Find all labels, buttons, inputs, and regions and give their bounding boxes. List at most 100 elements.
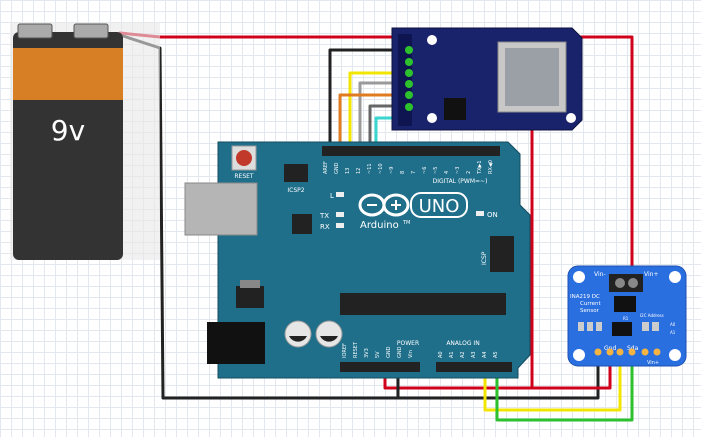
sensor-resistor-1 bbox=[578, 322, 584, 331]
sensor-a1-label: A1 bbox=[670, 330, 676, 335]
sd-card bbox=[505, 48, 559, 106]
sensor-mount-hole-1 bbox=[573, 271, 585, 283]
capacitor-1-mark bbox=[289, 336, 307, 342]
icsp2-header bbox=[284, 164, 308, 182]
sd-pin-4 bbox=[405, 80, 413, 88]
arduino-logo bbox=[358, 193, 410, 217]
sensor-vin-plus-bottom: Vin+ bbox=[647, 360, 659, 366]
uno-label: UNO bbox=[419, 196, 460, 217]
sensor-vin-minus-top: Vin- bbox=[594, 271, 606, 278]
sensor-model-line3: Sensor bbox=[580, 308, 600, 314]
sensor-pin-sda bbox=[628, 348, 636, 356]
top-pin-label-2: 13 bbox=[345, 168, 351, 174]
sd-pin-6 bbox=[405, 103, 413, 111]
sd-pin-3 bbox=[405, 69, 413, 77]
sensor-sda-label: Sda bbox=[627, 345, 639, 352]
top-pin-label-14: TX▶1 bbox=[477, 160, 483, 175]
capacitor-2 bbox=[315, 320, 343, 348]
battery-label: 9v bbox=[51, 114, 85, 147]
logo-plus-v bbox=[395, 200, 397, 210]
sensor-small-chips bbox=[578, 322, 659, 336]
top-pin-label-5: ~10 bbox=[378, 163, 384, 174]
sd-pin-2 bbox=[405, 58, 413, 66]
sd-mount-hole-2 bbox=[566, 113, 576, 123]
sensor-resistor-5 bbox=[652, 322, 659, 331]
wire-sd-gnd bbox=[328, 48, 411, 162]
sd-module-pin-strip bbox=[398, 34, 412, 126]
arduino-tm: TM bbox=[402, 220, 410, 226]
sensor-board bbox=[567, 265, 687, 367]
analog-pin-label-2: A2 bbox=[460, 351, 466, 358]
digital-header-right bbox=[412, 146, 500, 156]
led-tx bbox=[336, 212, 344, 217]
sensor-shunt bbox=[614, 296, 636, 312]
sensor-r1-label: R1 bbox=[623, 316, 629, 321]
top-pin-label-0: AREF bbox=[323, 161, 329, 174]
sd-pin-5 bbox=[405, 91, 413, 99]
wire-sd-orange bbox=[338, 93, 411, 162]
analog-pin-label-5: A5 bbox=[493, 351, 499, 358]
usb-connector bbox=[184, 182, 258, 236]
battery-terminal-negative bbox=[17, 23, 53, 39]
top-pin-label-1: GND bbox=[334, 162, 340, 174]
top-pin-label-4: ~11 bbox=[367, 163, 373, 174]
power-pin-label-4: GND bbox=[386, 346, 392, 358]
power-pin-label-3: 5V bbox=[375, 351, 381, 358]
reset-label: RESET bbox=[234, 173, 254, 180]
sd-pin-1 bbox=[405, 46, 413, 54]
analog-header bbox=[436, 362, 512, 372]
analog-pin-label-0: A0 bbox=[438, 351, 444, 358]
sensor-gnd-label: Gnd bbox=[604, 345, 616, 352]
led-rx-label: RX bbox=[320, 223, 330, 231]
digital-header-label: DIGITAL (PWM=~) bbox=[433, 178, 488, 185]
analog-header-label: ANALOG IN bbox=[446, 340, 479, 347]
logo-minus bbox=[367, 204, 377, 206]
sensor-address-label: I2C Address bbox=[640, 313, 664, 318]
power-header bbox=[340, 362, 420, 372]
power-jack bbox=[207, 322, 265, 364]
wire-sensor-sda bbox=[483, 350, 622, 412]
reset-button[interactable] bbox=[236, 150, 252, 166]
power-pin-label-0: IOREF bbox=[342, 343, 348, 358]
logo-loop-right bbox=[382, 193, 410, 217]
sd-mount-hole-3 bbox=[427, 113, 437, 123]
arduino-board bbox=[217, 141, 531, 379]
icsp2-label: ICSP2 bbox=[287, 187, 304, 194]
wire-sensor-scl bbox=[495, 350, 634, 422]
sensor-mount-hole-3 bbox=[573, 349, 585, 361]
analog-pin-label-3: A3 bbox=[471, 351, 477, 358]
arduino-brand: Arduino bbox=[360, 220, 399, 231]
led-l bbox=[336, 192, 344, 197]
atmega-chip bbox=[340, 293, 506, 315]
wire-sensor-to-5v bbox=[383, 98, 534, 390]
sensor-mount-hole-4 bbox=[669, 349, 681, 361]
sd-card-module bbox=[391, 27, 583, 131]
capacitor-2-mark bbox=[320, 336, 338, 342]
top-pin-label-12: ~3 bbox=[455, 167, 461, 174]
usb-chip bbox=[292, 214, 312, 234]
screw-terminal-right bbox=[628, 278, 638, 288]
icsp-header bbox=[490, 236, 514, 272]
power-pin-label-5: GND bbox=[397, 346, 403, 358]
ina219-sensor: Vin- Vin+ INA219 DC Current Sensor R1 I2… bbox=[567, 265, 687, 367]
top-pin-label-15: RX◀0 bbox=[488, 160, 494, 174]
sensor-ic bbox=[612, 322, 632, 336]
battery-terminal-positive bbox=[73, 23, 109, 39]
sensor-pin-vin-plus bbox=[653, 348, 661, 356]
top-pin-label-9: ~6 bbox=[422, 167, 428, 174]
power-pin-label-2: 3V3 bbox=[364, 348, 370, 358]
digital-header-left bbox=[322, 146, 492, 156]
power-header-label: POWER bbox=[397, 340, 419, 347]
sensor-resistor-2 bbox=[587, 322, 593, 331]
top-pin-label-13: 2 bbox=[466, 171, 472, 174]
voltage-regulator bbox=[236, 286, 264, 308]
battery-9v: 9v bbox=[10, 22, 160, 260]
power-pin-label-6: Vin bbox=[408, 350, 414, 358]
wire-sd-yellow bbox=[348, 71, 411, 162]
icsp-label: ICSP bbox=[481, 251, 488, 265]
